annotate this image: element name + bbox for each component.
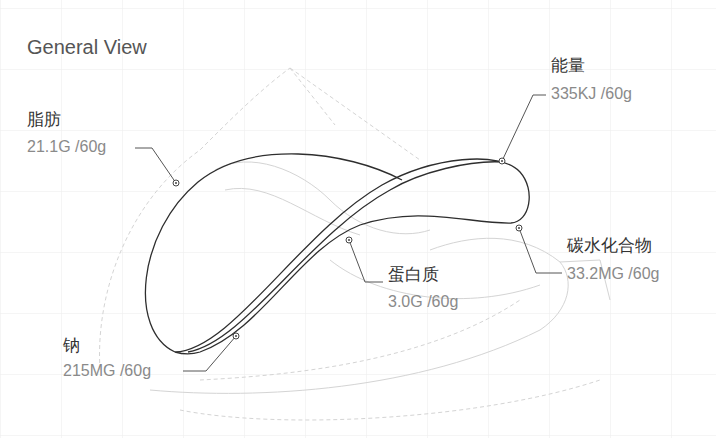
- nutrient-name: 脂肪: [27, 110, 61, 130]
- nutrient-value: 215MG /60g: [63, 361, 151, 380]
- nutrient-value: 3.0G /60g: [388, 292, 458, 311]
- nutrient-value: 33.2MG /60g: [567, 264, 660, 283]
- nutrient-name: 能量: [551, 56, 585, 76]
- nutrient-name: 蛋白质: [388, 265, 439, 285]
- ghost-views: [100, 68, 610, 420]
- view-title: General View: [27, 35, 147, 59]
- marker-dots: [175, 160, 520, 337]
- leader-lines: [135, 95, 562, 371]
- nutrient-value: 335KJ /60g: [551, 84, 632, 103]
- nutrient-name: 钠: [63, 336, 80, 356]
- leader-markers: [173, 158, 522, 339]
- nutrient-name: 碳水化合物: [567, 236, 652, 256]
- nutrient-value: 21.1G /60g: [27, 137, 106, 156]
- cashew-outline: [145, 154, 529, 354]
